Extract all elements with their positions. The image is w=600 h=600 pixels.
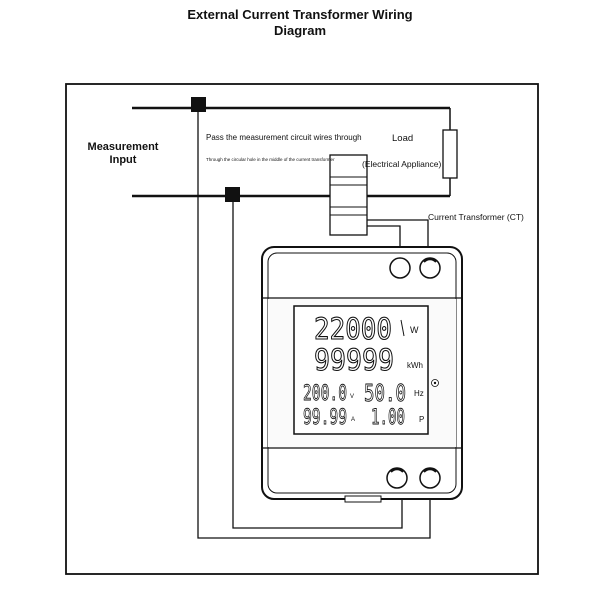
junction-live (191, 97, 206, 112)
current-unit: A (351, 417, 355, 423)
load-label: Load (392, 133, 414, 144)
voltage-lead-live (197, 112, 431, 539)
measurement-input-label: Measurement Input (78, 141, 168, 167)
frequency-value: 50.0 (364, 381, 406, 407)
voltage-value: 200.0 (303, 381, 347, 405)
terminal-screw-bottom-left (386, 467, 408, 489)
pulse-indicator-icon (431, 379, 439, 387)
energy-unit: kWh (407, 361, 423, 370)
ct-lead-2 (367, 219, 429, 252)
current-transformer (329, 154, 368, 236)
instruction-small-text: Through the circular hole in the middle … (206, 157, 335, 162)
voltage-lead-neutral (232, 202, 403, 529)
terminal-screw-bottom-right (419, 467, 441, 489)
instruction-text: Pass the measurement circuit wires throu… (206, 133, 362, 142)
ct-lead-1 (367, 225, 401, 252)
measurement-input-line-1: Measurement (87, 141, 159, 153)
pf-value: 1.00 (371, 405, 405, 429)
terminal-screw-top-right (419, 257, 441, 279)
lcd-screen (293, 305, 429, 435)
energy-meter (261, 246, 463, 503)
voltage-unit: V (350, 394, 354, 400)
power-value: 22000 (314, 312, 392, 346)
measurement-input-line-2: Input (109, 154, 137, 166)
diagram-frame (65, 83, 539, 575)
power-unit: W (410, 325, 419, 335)
terminal-screw-top-left (389, 257, 411, 279)
frequency-unit: Hz (414, 389, 424, 398)
ct-label: Current Transformer (CT) (428, 212, 524, 222)
diagram-title: External Current Transformer Wiring Diag… (0, 7, 600, 39)
title-line-2: Diagram (273, 23, 327, 38)
pf-unit: P (419, 415, 424, 424)
current-value: 99.99 (303, 405, 347, 429)
junction-neutral (225, 187, 240, 202)
power-divider (400, 319, 405, 337)
load-resistor (442, 129, 458, 179)
energy-value: 99999 (314, 343, 394, 377)
appliance-label: (Electrical Appliance) (362, 159, 442, 169)
title-line-1: External Current Transformer Wiring (187, 7, 413, 22)
